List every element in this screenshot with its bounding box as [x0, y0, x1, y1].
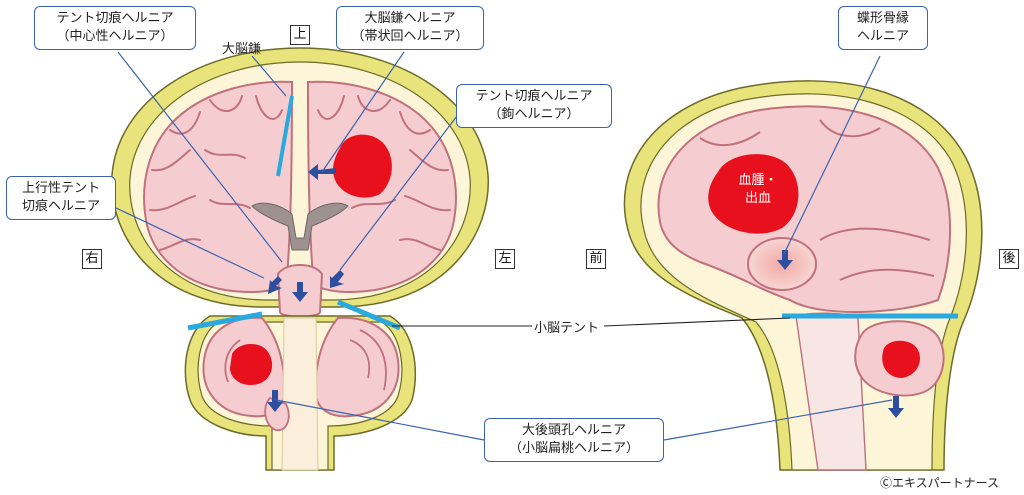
- tentorium-leader-right: [603, 317, 791, 327]
- sagittal-section: [603, 55, 983, 471]
- sagittal-leader-lines: [663, 55, 893, 441]
- direction-left: 左: [495, 249, 515, 269]
- copyright: Ⓒエキスパートナース: [880, 476, 1000, 490]
- label-tonsillar-herniation: 大後頭孔ヘルニア （小脳扁桃ヘルニア）: [484, 418, 664, 462]
- direction-back: 後: [999, 249, 1019, 269]
- direction-right: 右: [82, 249, 102, 269]
- label-central-tentorial-herniation: テント切痕ヘルニア （中心性ヘルニア）: [34, 6, 196, 50]
- sagittal-cerebrum: [657, 105, 951, 314]
- direction-up: 上: [290, 25, 310, 45]
- coronal-leader-lines: [115, 51, 485, 441]
- spinal-cord: [281, 317, 319, 471]
- falx-cerebri: [276, 95, 294, 177]
- label-sphenoid-herniation: 蝶形骨縁 ヘルニア: [838, 6, 928, 50]
- herniation-arrows: [267, 164, 344, 412]
- label-upward-tentorial-herniation: 上行性テント 切痕ヘルニア: [6, 176, 116, 220]
- cerebellar-hematoma: [230, 343, 273, 386]
- tentorium-right: [187, 311, 263, 331]
- cerebellum-folds: [224, 329, 387, 391]
- coronal-section: [111, 47, 532, 471]
- direction-front: 前: [586, 249, 606, 269]
- tentorium-left: [337, 299, 401, 331]
- ventricles: [251, 202, 349, 251]
- label-uncal-herniation: テント切痕ヘルニア （鉤ヘルニア）: [456, 84, 612, 128]
- label-falx: 大脳鎌: [222, 42, 262, 57]
- label-tentorium: 小脳テント: [534, 321, 600, 336]
- sagittal-folds: [699, 119, 935, 281]
- sagittal-hematoma: [708, 154, 799, 234]
- hematoma-label: 血腫・ 出血: [738, 173, 778, 206]
- coronal-hematoma: [333, 134, 392, 198]
- sagittal-arrows: [777, 250, 904, 418]
- label-falx-herniation: 大脳鎌ヘルニア （帯状回ヘルニア）: [336, 6, 484, 50]
- gyri-folds: [149, 95, 451, 251]
- sagittal-cerebellar-hematoma: [882, 340, 921, 378]
